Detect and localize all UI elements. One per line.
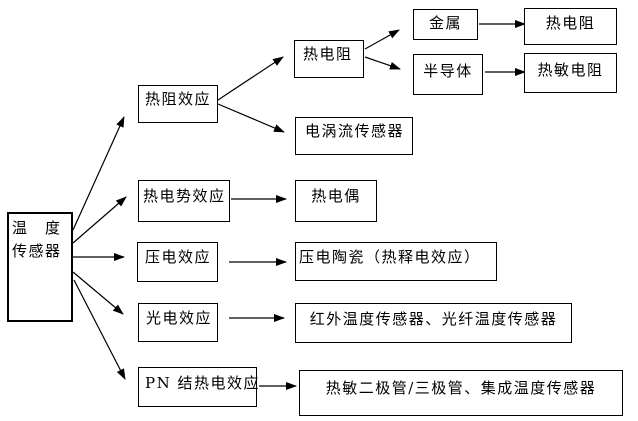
node-piezo-ceramic: 压电陶瓷（热释电效应） <box>295 242 497 281</box>
edge-root-pn-junction <box>73 279 126 380</box>
edge-thermalres-effect-rtd <box>217 56 284 101</box>
node-thermo-emf-effect: 热电势效应 <box>138 180 230 222</box>
node-temperature-sensor-line2: 传感器 <box>12 242 62 260</box>
node-eddy-current-sensor: 电涡流传感器 <box>295 117 413 155</box>
node-semiconductor: 半导体 <box>413 54 483 95</box>
node-thermal-resistance-effect: 热阻效应 <box>138 85 218 123</box>
edge-root-thermo-emf <box>72 196 127 244</box>
node-thermal-diode-ic: 热敏二极管/三极管、集成温度传感器 <box>299 370 623 416</box>
node-thermal-resistor: 热电阻 <box>294 40 364 78</box>
node-pn-junction-thermo-effect: PN 结热电效应 <box>138 367 259 407</box>
node-photoelectric-effect: 光电效应 <box>138 303 218 342</box>
node-metal: 金属 <box>413 9 478 40</box>
node-thermistor: 热敏电阻 <box>524 53 617 93</box>
edge-thermalres-effect-eddy <box>217 103 285 133</box>
node-metal-rtd: 热电阻 <box>524 8 617 45</box>
edge-rtd-semiconductor <box>364 56 401 70</box>
node-ir-fiber-sensors: 红外温度传感器、光纤温度传感器 <box>295 303 572 343</box>
edge-rtd-metal <box>364 29 400 50</box>
node-temperature-sensor: 温 度 传感器 <box>7 212 73 322</box>
node-thermocouple: 热电偶 <box>295 180 377 222</box>
node-temperature-sensor-line1: 温 度 <box>12 219 62 237</box>
edge-root-photoelectric <box>72 271 124 315</box>
edge-root-thermal-resistance <box>72 116 125 231</box>
node-piezoelectric-effect: 压电效应 <box>137 242 218 282</box>
